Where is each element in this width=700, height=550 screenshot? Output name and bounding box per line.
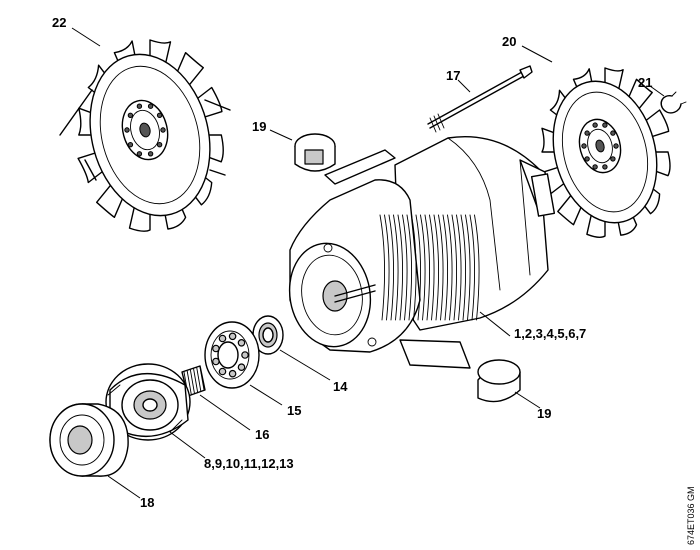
hub-hole: [136, 103, 143, 109]
hub-hole: [584, 130, 590, 136]
hub-hole: [127, 112, 134, 119]
label-motor-parts: 1,2,3,4,5,6,7: [514, 326, 586, 341]
fan-20: [540, 67, 671, 238]
needle-roller: [199, 366, 205, 391]
label-clutch-parts: 8,9,10,11,12,13: [204, 456, 294, 471]
winding-line: [460, 214, 467, 321]
winding-line: [393, 214, 399, 321]
hub-hole: [610, 130, 616, 136]
hub-hole: [610, 156, 616, 162]
hub-hole: [147, 103, 154, 109]
winding-line: [420, 214, 426, 321]
label-14: 14: [333, 379, 348, 394]
bearing-ball: [237, 363, 246, 372]
winding-line: [438, 214, 444, 321]
winding-line: [469, 214, 476, 321]
clutch-assembly: [105, 363, 191, 441]
pulley-18: [49, 403, 129, 477]
label-19-lower: 19: [537, 406, 551, 421]
end-cap-19-upper: [294, 133, 336, 172]
winding-line: [474, 214, 480, 321]
leader-lines: [71, 27, 665, 499]
fan-22: [59, 39, 231, 232]
hub-hole: [613, 143, 619, 149]
needle-roller: [189, 369, 195, 394]
hub-hole: [136, 151, 143, 157]
needle-roller: [193, 368, 199, 393]
label-15: 15: [287, 403, 301, 418]
winding-line: [447, 214, 453, 321]
end-cap-19-lower: [477, 359, 521, 403]
label-20: 20: [502, 34, 516, 49]
winding-line: [433, 214, 440, 321]
stator-windings: [379, 214, 480, 321]
bearing-ball: [228, 369, 237, 378]
label-16: 16: [255, 427, 269, 442]
hub-hole: [156, 112, 163, 119]
bearing-ball: [218, 367, 227, 376]
winding-line: [384, 214, 390, 321]
winding-line: [402, 214, 408, 321]
winding-line: [456, 214, 462, 321]
winding-line: [442, 214, 449, 321]
label-22: 22: [52, 15, 66, 30]
hub-hole: [127, 142, 134, 148]
label-18: 18: [140, 495, 154, 510]
label-17: 17: [446, 68, 460, 83]
seal-14: [252, 315, 284, 355]
winding-line: [411, 214, 417, 321]
bearing-15: [204, 321, 260, 389]
winding-line: [379, 214, 386, 321]
winding-line: [429, 214, 435, 321]
hub-hole: [602, 164, 608, 170]
hub-hole: [592, 164, 598, 170]
bearing-ball: [218, 334, 227, 343]
winding-line: [415, 214, 422, 321]
hub-hole: [156, 142, 163, 148]
winding-line: [465, 214, 471, 321]
drawing-code: 674ET036 GM: [686, 486, 696, 545]
bearing-ball: [241, 351, 249, 359]
winding-line: [406, 214, 413, 321]
motor-housing: [288, 135, 556, 369]
hub-hole: [592, 122, 598, 128]
hub-hole: [584, 156, 590, 162]
needle-roller: [196, 367, 202, 392]
winding-line: [397, 214, 404, 321]
winding-line: [388, 214, 395, 321]
circlip-21: [660, 95, 682, 114]
label-21: 21: [638, 75, 652, 90]
winding-line: [451, 214, 458, 321]
tie-rod-17: [427, 65, 533, 133]
bearing-ball: [212, 344, 220, 353]
part-labels: 22 20 17 21 19 1,2,3,4,5,6,7 14 15 16 19…: [52, 15, 696, 545]
winding-line: [424, 214, 431, 321]
hub-hole: [581, 143, 587, 149]
bearing-ball: [228, 332, 237, 341]
label-19-upper: 19: [252, 119, 266, 134]
hub-hole: [124, 127, 130, 133]
bearing-ball: [212, 357, 220, 366]
hub-hole: [602, 122, 608, 128]
hub-hole: [160, 127, 166, 133]
hub-hole: [147, 151, 154, 157]
needle-roller: [186, 370, 192, 395]
bearing-ball: [237, 338, 246, 347]
